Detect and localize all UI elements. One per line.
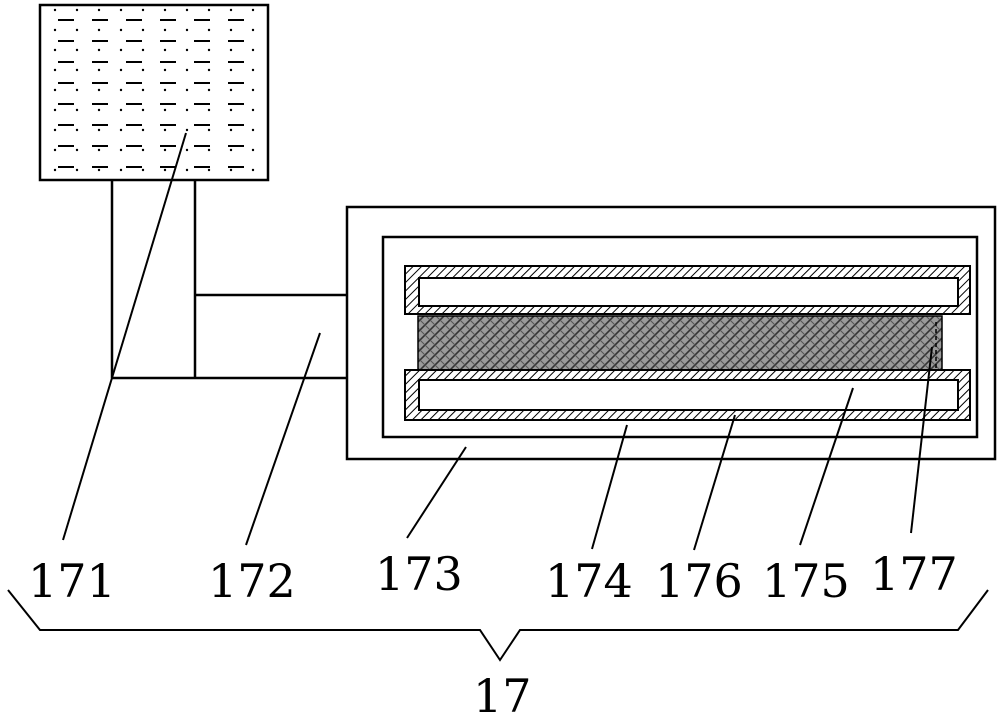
mesh-core-177 — [417, 315, 943, 371]
leader-176 — [693, 414, 736, 551]
label-173: 173 — [375, 547, 463, 601]
label-17: 17 — [473, 669, 532, 721]
lower-plate-175 — [404, 369, 971, 421]
leader-lines — [62, 132, 933, 551]
label-172: 172 — [208, 554, 296, 608]
leader-177 — [910, 346, 933, 534]
label-177: 177 — [870, 547, 958, 601]
leader-172 — [245, 332, 321, 546]
label-171: 171 — [28, 554, 116, 608]
label-176: 176 — [655, 554, 743, 608]
upper-plate-176 — [404, 265, 971, 315]
label-175: 175 — [762, 554, 850, 608]
leader-175 — [799, 387, 854, 546]
water-tank-171 — [38, 3, 270, 182]
group-bracket-17 — [7, 589, 989, 662]
leader-173 — [406, 446, 467, 539]
leader-174 — [591, 424, 628, 550]
pipe-172 — [110, 180, 347, 380]
leader-171 — [62, 132, 187, 541]
label-174: 174 — [545, 554, 633, 608]
